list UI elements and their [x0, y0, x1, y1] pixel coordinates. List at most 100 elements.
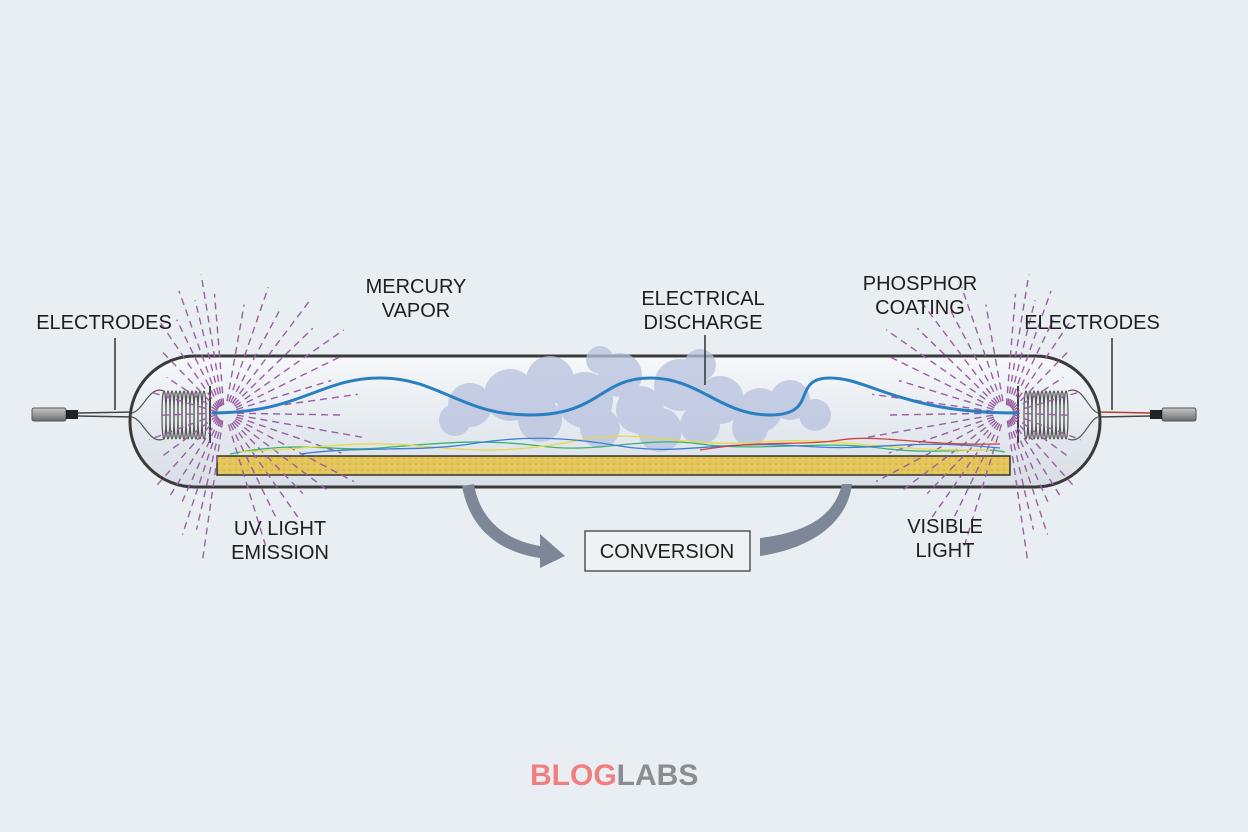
ray-line [1010, 319, 1054, 408]
label-light: LIGHT [916, 540, 975, 562]
ray-line [1011, 416, 1077, 489]
ray-line [236, 393, 358, 413]
vapor-puff [580, 408, 620, 448]
vapor-puff [684, 349, 716, 381]
label-phosphor: PHOSPHOR [863, 273, 977, 295]
ray-line [200, 274, 224, 406]
ray-line [228, 287, 269, 402]
ray-line [1009, 418, 1049, 502]
ray-line [1008, 419, 1049, 535]
ray-line [226, 304, 245, 402]
ray-line [232, 421, 304, 495]
label-uv-light: UV LIGHT [234, 518, 326, 540]
vapor-puff [518, 398, 562, 442]
ray-line [176, 319, 220, 408]
ray-line [1007, 420, 1035, 530]
ray-line [1005, 293, 1017, 406]
ray-line [867, 414, 994, 439]
ray-line [1010, 417, 1063, 499]
ray-line [1012, 412, 1070, 416]
ray-line [236, 414, 363, 439]
ray-line [963, 424, 1003, 549]
ray-line [234, 329, 345, 407]
ray-line [178, 290, 221, 407]
ray-line [181, 418, 221, 502]
ray-line [1006, 274, 1030, 406]
vapor-puff [586, 346, 614, 374]
label-vapor: VAPOR [382, 300, 451, 322]
ray-line [231, 422, 304, 524]
conversion-arrow-right [760, 484, 852, 556]
label-coating: COATING [875, 297, 965, 319]
ray-line [236, 416, 342, 454]
ray-line [167, 417, 220, 499]
ray-line [1009, 290, 1052, 407]
ray-line [229, 423, 278, 520]
ray-line [926, 422, 999, 524]
logo: BLOGLABS [530, 759, 698, 792]
ray-line [148, 413, 218, 441]
light-waves [229, 435, 1006, 455]
ray-line [227, 424, 267, 549]
phosphor-strip [216, 455, 1011, 476]
vapor-puff [799, 399, 831, 431]
ray-line [213, 293, 225, 406]
label-electrical: ELECTRICAL [641, 288, 764, 310]
radiation-rays [148, 274, 1082, 562]
vapor-puff [638, 408, 682, 452]
ray-line [872, 393, 994, 413]
ray-line [1008, 300, 1036, 407]
ray-line [159, 321, 220, 409]
ray-line [195, 420, 223, 530]
ray-line [888, 416, 994, 454]
ray-line [230, 310, 281, 403]
ray-line [233, 327, 314, 406]
ray-line [1012, 413, 1082, 441]
label-emission: EMISSION [231, 542, 329, 564]
ray-line [952, 423, 1001, 520]
ray-line [235, 356, 341, 409]
ray-line [901, 419, 996, 492]
label-electrodes-right: ELECTRODES [1024, 312, 1160, 334]
coil-turn [201, 390, 207, 440]
ray-line [898, 379, 994, 411]
right-connector [1097, 407, 1197, 422]
ray-line [234, 419, 329, 492]
ray-line [1010, 321, 1071, 409]
ray-line [961, 287, 1002, 402]
ray-line [236, 379, 332, 411]
conversion-arrow-left [462, 484, 565, 568]
ray-line [161, 350, 219, 410]
logo-part2: LABS [617, 759, 699, 792]
ray-line [920, 301, 999, 404]
ray-line [194, 300, 222, 407]
label-conversion: CONVERSION [600, 541, 734, 563]
mercury-vapor-cloud [439, 346, 831, 452]
ray-line [1011, 350, 1069, 410]
ray-line [985, 304, 1004, 402]
coil-lead [1067, 389, 1099, 441]
ray-line [236, 412, 342, 416]
ray-line [888, 412, 994, 416]
ray-line [885, 329, 996, 407]
ray-line [949, 310, 1000, 403]
coil-lead [131, 389, 165, 441]
ray-line [916, 327, 997, 406]
ray-line [1012, 376, 1064, 412]
electrical-discharge-wave [211, 376, 1019, 417]
ray-line [231, 301, 310, 404]
vapor-puff [680, 405, 720, 445]
ray-line [235, 418, 355, 483]
ray-line [889, 356, 995, 409]
vapor-puff [439, 404, 471, 436]
ray-line [153, 416, 219, 489]
ray-line [926, 421, 998, 495]
conversion-box [584, 530, 751, 572]
ray-line [166, 376, 218, 412]
left-connector [31, 407, 133, 422]
label-discharge: DISCHARGE [644, 312, 763, 334]
label-mercury: MERCURY [366, 276, 467, 298]
label-visible: VISIBLE [907, 516, 983, 538]
